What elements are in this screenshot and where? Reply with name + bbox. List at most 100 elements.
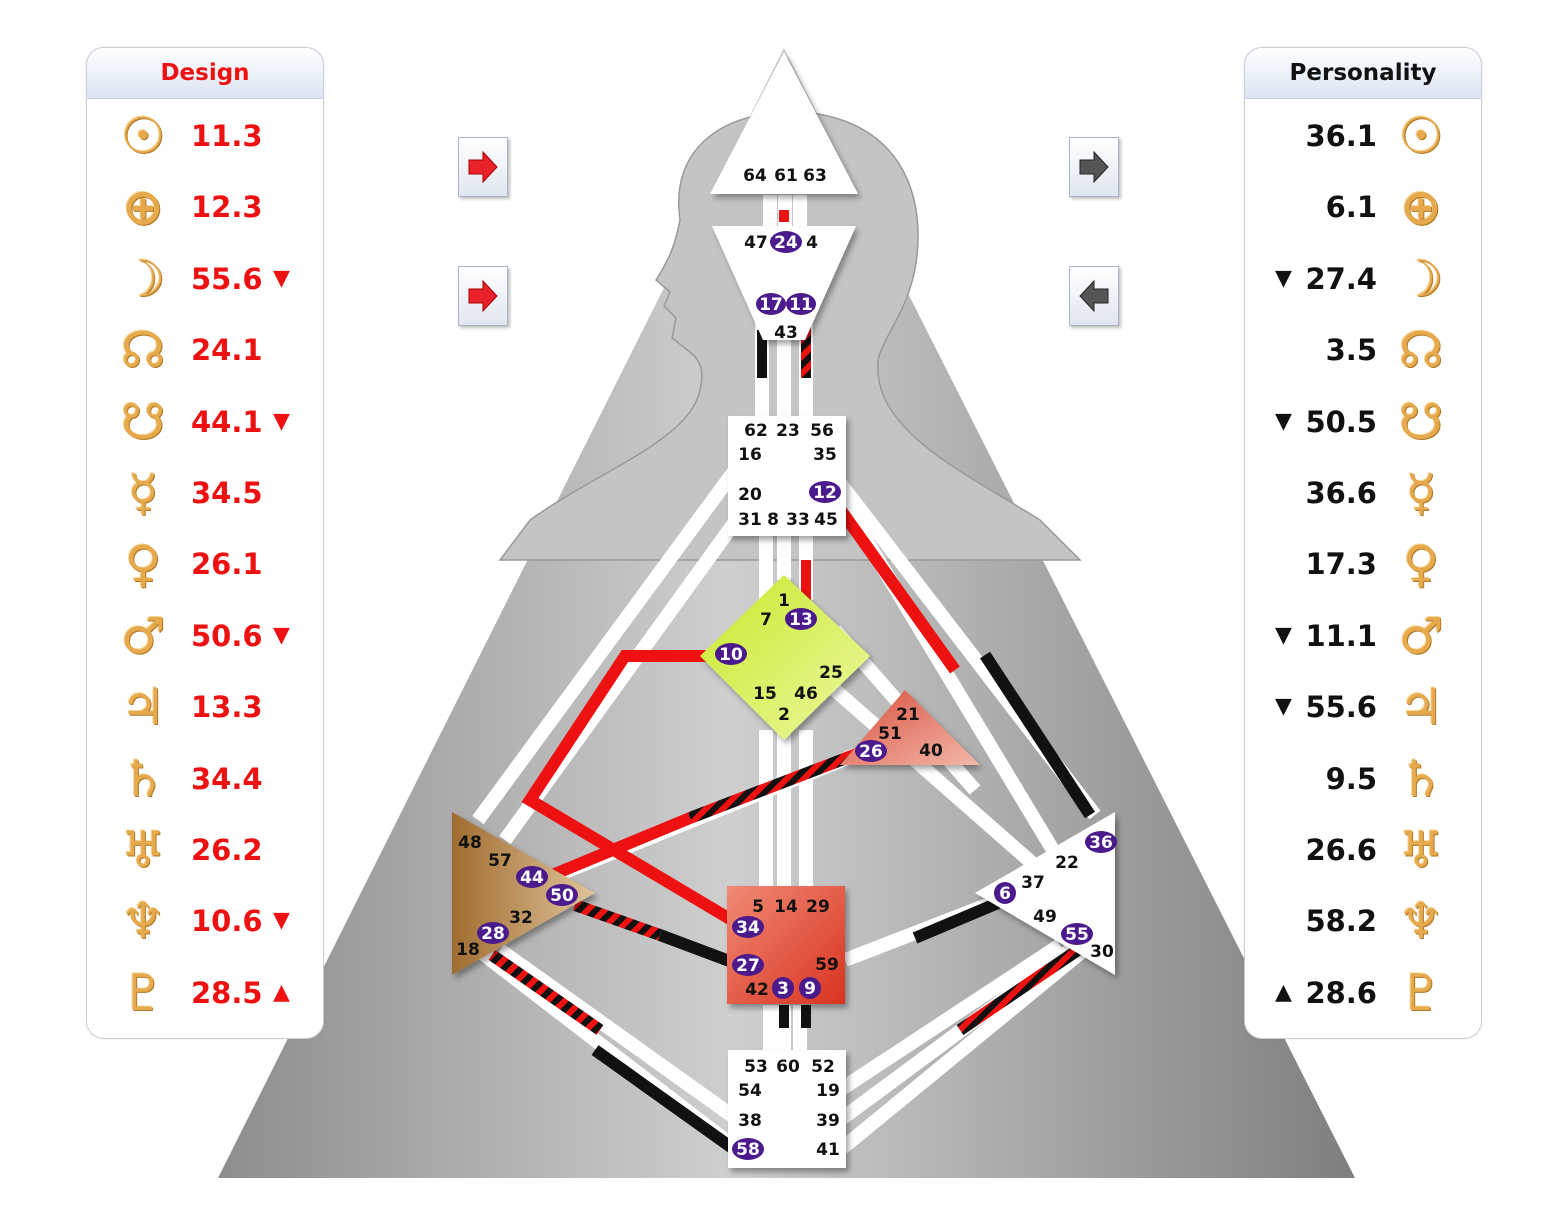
planet-gate-value: 50.6	[191, 618, 263, 653]
gate-label: 45	[814, 510, 838, 530]
fixing-arrow: ▲	[1275, 979, 1292, 1005]
north-node-icon: ☊	[120, 321, 166, 380]
planet-gate-value: 10.6	[191, 904, 263, 939]
gate-label: 63	[803, 166, 827, 186]
gate-label: 20	[738, 485, 762, 505]
gate-label: 55	[1065, 925, 1089, 945]
fixing-arrow: ▲	[273, 979, 290, 1005]
jupiter-icon: ♃	[120, 678, 166, 737]
planet-row: ♂50.6▼	[87, 606, 323, 666]
throat-center	[728, 416, 846, 536]
gate-label: 14	[774, 897, 798, 917]
gate-label: 36	[1089, 833, 1113, 853]
planet-gate-value: 55.6	[1305, 690, 1377, 725]
gate-label: 37	[1021, 873, 1045, 893]
sun-icon: ☉	[1398, 107, 1444, 165]
gate-label: 33	[786, 510, 810, 530]
personality-panel-title: Personality	[1245, 48, 1481, 99]
uranus-icon: ♅	[120, 821, 166, 879]
planet-row: ☉11.3	[87, 106, 323, 166]
planet-gate-value: 17.3	[1305, 547, 1377, 582]
design-panel-title: Design	[87, 48, 323, 99]
fixing-arrow: ▼	[273, 265, 290, 291]
arrow-right-icon	[468, 150, 498, 184]
gate-label: 35	[813, 445, 837, 465]
gate-label: 21	[896, 705, 920, 725]
planet-row: ♀26.1	[87, 534, 323, 594]
gate-label: 47	[744, 233, 768, 253]
south-node-icon: ☋	[120, 392, 166, 451]
mars-icon: ♂	[1398, 606, 1444, 665]
gate-label: 10	[719, 645, 743, 665]
saturn-icon: ♄	[120, 749, 166, 808]
planet-row: ♆58.2	[1245, 891, 1481, 951]
gate-label: 50	[550, 886, 574, 906]
gate-label: 27	[736, 956, 760, 976]
planet-row: ☊3.5	[1245, 320, 1481, 380]
fixing-arrow: ▼	[273, 408, 290, 434]
gate-label: 40	[919, 741, 943, 761]
gate-label: 25	[819, 663, 843, 683]
channels	[472, 195, 1101, 1156]
fixing-arrow: ▼	[1275, 408, 1292, 434]
neptune-icon: ♆	[1398, 892, 1444, 951]
gate-label: 18	[456, 940, 480, 960]
personality-arrow-button-top[interactable]	[1069, 137, 1119, 197]
planet-gate-value: 9.5	[1325, 761, 1377, 796]
moon-icon: ☽	[120, 249, 166, 308]
gate-label: 30	[1090, 942, 1114, 962]
north-node-icon: ☊	[1398, 321, 1444, 380]
gate-label: 1	[778, 591, 790, 611]
arrow-left-icon	[1079, 279, 1109, 313]
earth-icon: ⊕	[122, 178, 164, 237]
earth-icon: ⊕	[1400, 178, 1442, 237]
jupiter-icon: ♃	[1398, 678, 1444, 737]
planet-gate-value: 34.4	[191, 761, 263, 796]
saturn-icon: ♄	[1398, 749, 1444, 808]
planet-row: ☽27.4▼	[1245, 249, 1481, 309]
planet-gate-value: 11.1	[1305, 618, 1377, 653]
gate-label: 57	[488, 851, 512, 871]
venus-icon: ♀	[1402, 535, 1440, 594]
gate-label: 64	[743, 166, 767, 186]
planet-gate-value: 13.3	[191, 690, 263, 725]
planet-gate-value: 36.6	[1305, 476, 1377, 510]
gate-label: 39	[816, 1111, 840, 1131]
planet-row: ♆10.6▼	[87, 891, 323, 951]
gate-label: 58	[736, 1140, 760, 1160]
gate-label: 5	[752, 897, 764, 917]
planet-row: ♂11.1▼	[1245, 606, 1481, 666]
planet-row: ☽55.6▼	[87, 249, 323, 309]
gate-label: 26	[859, 742, 883, 762]
planet-gate-value: 27.4	[1305, 261, 1377, 296]
gate-label: 61	[774, 166, 798, 186]
design-arrow-button-bottom[interactable]	[458, 266, 508, 326]
planet-row: ☿36.6	[1245, 463, 1481, 523]
gate-label: 16	[738, 445, 762, 465]
sun-icon: ☉	[120, 107, 166, 165]
gate-label: 49	[1033, 907, 1057, 927]
gate-label: 4	[806, 233, 818, 253]
planet-row: ♃55.6▼	[1245, 677, 1481, 737]
gate-label: 24	[774, 233, 798, 253]
gate-label: 48	[458, 833, 482, 853]
planet-row: ♄ 9.5	[1245, 749, 1481, 809]
planet-gate-value: 50.5	[1305, 404, 1377, 439]
planet-gate-value: 28.6	[1305, 975, 1377, 1010]
mercury-icon: ☿	[127, 464, 159, 522]
uranus-icon: ♅	[1398, 821, 1444, 879]
gate-label: 52	[811, 1057, 835, 1077]
gate-label: 29	[806, 897, 830, 917]
moon-icon: ☽	[1398, 249, 1444, 308]
design-arrow-button-top[interactable]	[458, 137, 508, 197]
planet-row: ♅26.2	[87, 820, 323, 880]
personality-arrow-button-bottom[interactable]	[1069, 266, 1119, 326]
gate-label: 8	[767, 510, 779, 530]
g-center	[700, 575, 870, 740]
planet-gate-value: 44.1	[191, 404, 263, 439]
gate-label: 31	[738, 510, 762, 530]
planet-row: ⊕12.3	[87, 177, 323, 237]
gate-label: 13	[789, 610, 813, 630]
gate-label: 7	[760, 610, 772, 630]
gate-label: 9	[804, 979, 816, 999]
